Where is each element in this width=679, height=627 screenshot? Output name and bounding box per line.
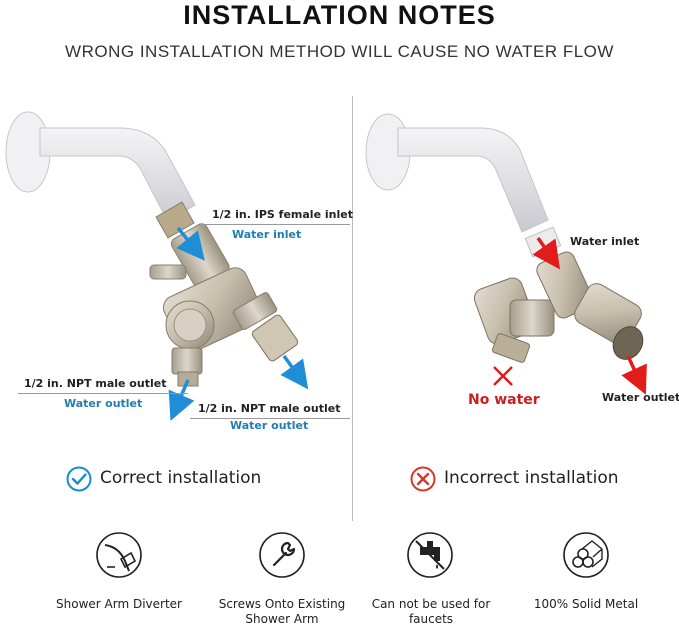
left-inlet-arrow [176, 226, 205, 261]
right-inlet-label: Water inlet [570, 235, 640, 248]
no-water-label: No water [468, 392, 540, 408]
left-inlet-line [200, 224, 350, 225]
left-inlet-sub: Water inlet [232, 228, 302, 241]
right-outlet-arrow [621, 355, 647, 395]
right-outlet-label: Water outlet [602, 391, 679, 404]
cross-icon [410, 466, 436, 492]
left-outlet2-sub: Water outlet [230, 419, 309, 432]
left-outlet1-sub: Water outlet [64, 397, 143, 410]
feature-label-solid-metal: 100% Solid Metal [533, 597, 639, 611]
wrench-icon [258, 531, 306, 579]
left-outlet2-arrow [280, 354, 309, 390]
left-outlet2-label: 1/2 in. NPT male outlet [198, 402, 341, 415]
left-diverter-valve [149, 223, 299, 387]
right-diverter-valve [473, 251, 644, 363]
incorrect-installation-label: Incorrect installation [444, 468, 619, 488]
panel-divider [352, 96, 353, 521]
left-inlet-label: 1/2 in. IPS female inlet [212, 208, 353, 221]
right-shower-arm [365, 113, 562, 258]
left-shower-arm [5, 111, 196, 239]
feature-label-not-for-faucets: Can not be used for faucets [371, 597, 491, 626]
page-subtitle: WRONG INSTALLATION METHOD WILL CAUSE NO … [65, 42, 614, 61]
feature-label-shower-arm-diverter: Shower Arm Diverter [56, 597, 182, 611]
left-outlet1-line [18, 393, 188, 394]
right-inlet-arrow [532, 236, 561, 270]
feature-label-screws-onto-arm: Screws Onto Existing Shower Arm [218, 597, 346, 626]
correct-installation-label: Correct installation [100, 468, 262, 488]
left-outlet2-line [190, 418, 350, 419]
page-title: INSTALLATION NOTES [183, 0, 496, 30]
left-outlet1-arrow [168, 379, 195, 421]
left-outlet1-label: 1/2 in. NPT male outlet [24, 377, 167, 390]
shower-arm-icon [95, 531, 143, 579]
no-water-x-icon [493, 366, 513, 386]
faucet-icon [406, 531, 454, 579]
check-icon [66, 466, 92, 492]
metal-bars-icon [562, 531, 610, 579]
